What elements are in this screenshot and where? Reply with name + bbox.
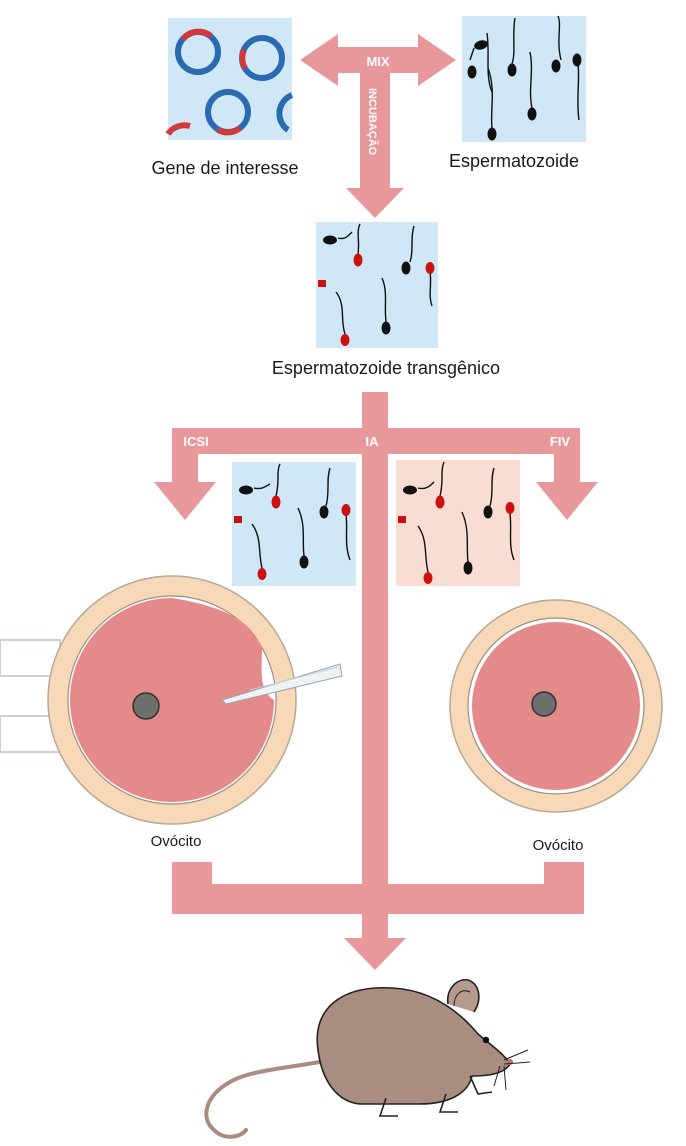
incubation-label: INCUBAÇÃO	[366, 88, 379, 156]
sperm-head-icon	[508, 64, 517, 77]
sperm-head-icon	[468, 66, 477, 79]
sperm-head-icon	[464, 562, 473, 575]
transgenic-sperm-head-icon	[258, 568, 267, 580]
sperm-head-icon	[300, 556, 309, 569]
transgenic-sperm-head-icon	[318, 280, 326, 287]
sperm-head-icon	[488, 128, 497, 141]
sperm-label: Espermatozoide	[449, 151, 579, 171]
fiv-oocyte	[450, 600, 662, 812]
fiv-sperm-panel	[396, 460, 520, 586]
transgenic-sperm-label: Espermatozoide transgênico	[272, 358, 500, 378]
transgenic-sperm-head-icon	[436, 496, 445, 509]
sperm-head-icon	[552, 60, 561, 73]
nucleus-icon	[133, 693, 159, 719]
sperm-head-icon	[320, 506, 329, 519]
sperm-head-icon	[573, 54, 582, 67]
transgenic-sperm-head-icon	[424, 572, 433, 584]
fiv-label: FIV	[550, 434, 571, 449]
sperm-head-icon	[402, 262, 411, 275]
transgenic-sperm-head-icon	[506, 502, 515, 514]
transgenic-sperm-head-icon	[272, 496, 281, 509]
mouse-icon	[206, 980, 530, 1137]
plasmid-insert-icon	[242, 50, 245, 68]
mix-label: MIX	[366, 54, 389, 69]
icsi-label: ICSI	[183, 434, 208, 449]
transgenic-sperm-panel	[316, 222, 438, 348]
oocyte-left-label: Ovócito	[151, 833, 202, 850]
icsi-sperm-panel	[232, 462, 356, 586]
sperm-head-icon	[403, 486, 417, 495]
sperm-head-icon	[323, 236, 337, 245]
sperm-head-icon	[484, 506, 493, 519]
ia-label: IA	[366, 434, 380, 449]
sperm-head-icon	[239, 486, 253, 495]
transgenic-sperm-head-icon	[354, 254, 363, 267]
oocyte-right-label: Ovócito	[533, 837, 584, 854]
sperm-head-icon	[382, 322, 391, 335]
icsi-oocyte	[0, 576, 342, 824]
transgenic-sperm-head-icon	[234, 516, 242, 523]
transgenic-sperm-head-icon	[341, 334, 350, 346]
gene-of-interest-panel	[168, 18, 292, 140]
transgenic-sperm-head-icon	[426, 262, 435, 274]
gene-label: Gene de interesse	[151, 158, 298, 178]
transgenic-sperm-head-icon	[398, 516, 406, 523]
transgenic-sperm-head-icon	[342, 504, 351, 516]
sperm-head-icon	[528, 108, 537, 121]
sperm-panel	[462, 16, 586, 142]
nucleus-icon	[532, 692, 556, 716]
